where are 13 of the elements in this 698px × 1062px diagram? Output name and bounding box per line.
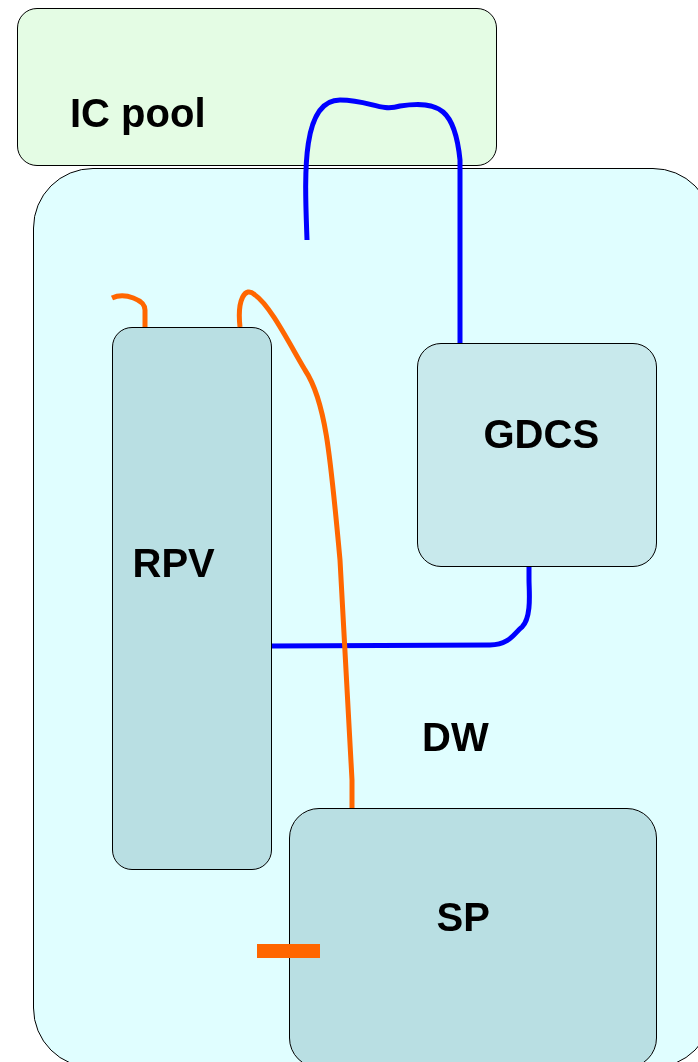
vessel-box xyxy=(111,326,272,870)
pool-box xyxy=(288,807,657,1062)
pipe-line xyxy=(236,290,355,808)
pipe-line xyxy=(303,97,463,343)
containment-box xyxy=(33,168,698,1062)
node-label: GDCS xyxy=(483,413,600,454)
pool-box xyxy=(17,8,497,166)
node-label: RPV xyxy=(132,542,215,583)
node-label: SP xyxy=(436,896,490,937)
tank-box xyxy=(416,342,657,567)
node-label: IC pool xyxy=(70,93,206,133)
pipe-line xyxy=(272,567,532,649)
node-label: DW xyxy=(422,717,489,757)
